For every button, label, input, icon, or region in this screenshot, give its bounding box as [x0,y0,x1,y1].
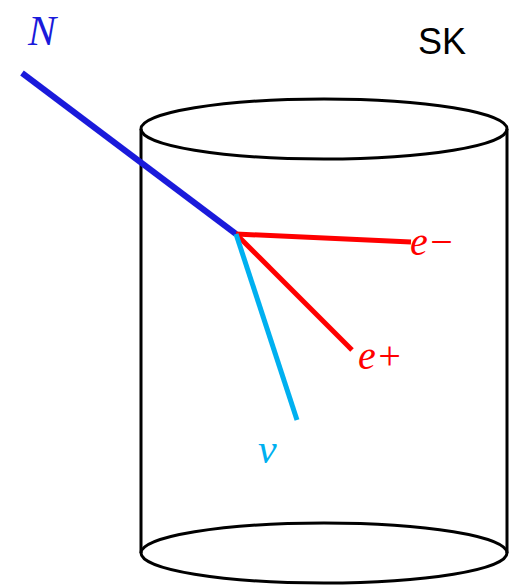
particle-track [236,234,411,242]
particle-track [236,234,297,420]
detector-label: SK [418,24,466,60]
cylinder-side [506,129,509,553]
particle-label: e+ [358,336,403,376]
particle-label: ν [258,428,277,470]
cylinder-bottom [141,523,507,583]
cylinder-side [140,129,143,553]
cylinder-top [141,99,507,159]
particle-label: N [28,10,56,52]
particle-label: e− [410,222,455,262]
particle-track [22,73,236,234]
